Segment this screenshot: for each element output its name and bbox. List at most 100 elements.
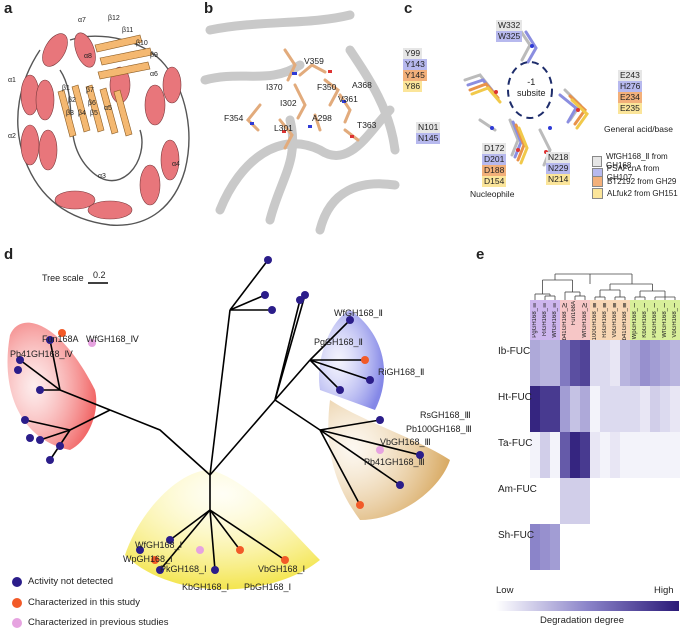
heatmap-cell [630, 386, 641, 433]
a-label-4: β9 [150, 52, 158, 59]
a-label-9: β7 [86, 87, 94, 94]
res-d154: D154 [482, 176, 507, 187]
leaf-ri2: RiGH168_Ⅱ [378, 367, 425, 377]
heatmap-cell [670, 340, 681, 387]
heatmap-cell [600, 386, 611, 433]
b-label-1: I370 [266, 82, 283, 92]
leaf-wf2: WfGH168_Ⅱ [334, 308, 383, 318]
d-legend-row-0: Activity not detected [12, 576, 113, 587]
res-w332: W332 [496, 20, 523, 31]
heatmap-column-bg [580, 300, 590, 340]
heatmap-cell [580, 478, 591, 525]
heatmap-column-bg [640, 300, 650, 340]
heatmap-cell [580, 432, 591, 479]
heatmap-cell [640, 478, 651, 525]
heatmap-cell [550, 432, 561, 479]
general-acid-base-label: General acid/base [604, 124, 673, 134]
res-y99: Y99 [403, 48, 423, 59]
heatmap-cell [660, 478, 671, 525]
d-legend-dot [12, 576, 22, 587]
active-site-panel: -1 subsite W332 W325 Y99 Y143 Y145 Y86 E… [400, 10, 685, 235]
leaf-pb100-3: Pb100GH168_Ⅲ [406, 424, 472, 434]
heatmap-column-bg [600, 300, 610, 340]
heatmap-cell [530, 340, 541, 387]
panel-label-b: b [204, 0, 214, 17]
heatmap-cell [540, 340, 551, 387]
res-n229: N229 [546, 163, 571, 174]
heatmap-cell [650, 340, 661, 387]
heatmap-cell [540, 524, 551, 571]
heatmap-cell [530, 386, 541, 433]
c-legend-text: PSAFcnA from GH107 [606, 164, 660, 182]
heatmap-column-label: Pb41GH168_Ⅳ [562, 301, 568, 345]
a-label-18: α3 [98, 173, 106, 180]
heatmap-column-label: WfGH168_Ⅱ [552, 301, 558, 338]
heatmap-cell [610, 386, 621, 433]
res-n145: N145 [416, 133, 441, 144]
d-legend-text: Characterized in this study [28, 597, 140, 608]
heatmap-cell [540, 478, 551, 525]
heatmap-cell [610, 478, 621, 525]
heatmap-cell [560, 524, 571, 571]
heatmap-cell [540, 386, 551, 433]
heatmap-row-label: Ht-FUC [498, 392, 532, 403]
heatmap-cell [660, 524, 671, 571]
heatmap-cell [570, 478, 581, 525]
heatmap-cell [600, 524, 611, 571]
heatmap-cell [530, 478, 541, 525]
d-legend-row-2: Characterized in previous studies [12, 617, 168, 628]
a-label-7: α1 [8, 77, 16, 84]
a-label-0: α7 [78, 17, 86, 24]
d-legend-row-1: Characterized in this study [12, 597, 140, 608]
heatmap-cell [580, 340, 591, 387]
b-label-6: F354 [224, 113, 244, 123]
heatmap-cell [670, 432, 681, 479]
heatmap-cell [560, 432, 571, 479]
heatmap-cell [610, 340, 621, 387]
heatmap-cell [630, 340, 641, 387]
heatmap-column-bg [560, 300, 570, 340]
c-legend-row-2: BT2192 from GH29 [592, 176, 676, 187]
res-e243: E243 [618, 70, 642, 81]
res-y86: Y86 [403, 81, 423, 92]
panel-label-e: e [476, 246, 485, 263]
heatmap-column-label: Pb41GH168_Ⅲ [622, 301, 628, 345]
res-n214: N214 [546, 174, 571, 185]
heatmap-cell [550, 386, 561, 433]
leaf-vb1: VbGH168_Ⅰ [258, 564, 306, 574]
heatmap-cell [530, 432, 541, 479]
heatmap-cell [630, 432, 641, 479]
heatmap-cell [670, 524, 681, 571]
b-label-7: L301 [274, 123, 293, 133]
heatmap-cell [550, 524, 561, 571]
res-d188: D188 [482, 165, 507, 176]
d-legend-dot [12, 617, 22, 628]
heatmap-cell [650, 386, 661, 433]
a-label-3: β10 [136, 40, 148, 47]
panel-label-c: c [404, 0, 413, 17]
b-label-8: A298 [312, 113, 332, 123]
leaf-kb1: KbGH168_Ⅰ [182, 582, 230, 592]
heatmap-cell [570, 386, 581, 433]
nucleophile-label: Nucleophile [470, 189, 515, 199]
b-label-3: A368 [352, 80, 372, 90]
phylogenetic-tree [7, 256, 450, 590]
heatmap-row-label: Ta-FUC [498, 438, 533, 449]
res-n218: N218 [546, 152, 571, 163]
res-d201: D201 [482, 154, 507, 165]
c-legend-swatch [592, 176, 603, 187]
heatmap-cell [640, 340, 651, 387]
b-label-9: T363 [357, 120, 377, 130]
heatmap-cell [580, 524, 591, 571]
colorbar-label: Degradation degree [540, 615, 624, 626]
heatmap-column-label: PbGH168_Ⅰ [652, 301, 658, 338]
heatmap-grid [530, 340, 681, 571]
heatmap-row-label: Sh-FUC [498, 530, 535, 541]
leaf-pb1: PbGH168_Ⅰ [244, 582, 292, 592]
a-label-12: β3 [66, 110, 74, 117]
heatmap-cell [590, 432, 601, 479]
heatmap-column-label: RsGH168_Ⅲ [602, 301, 608, 338]
heatmap-cell [620, 386, 631, 433]
panel-label-a: a [4, 0, 13, 17]
